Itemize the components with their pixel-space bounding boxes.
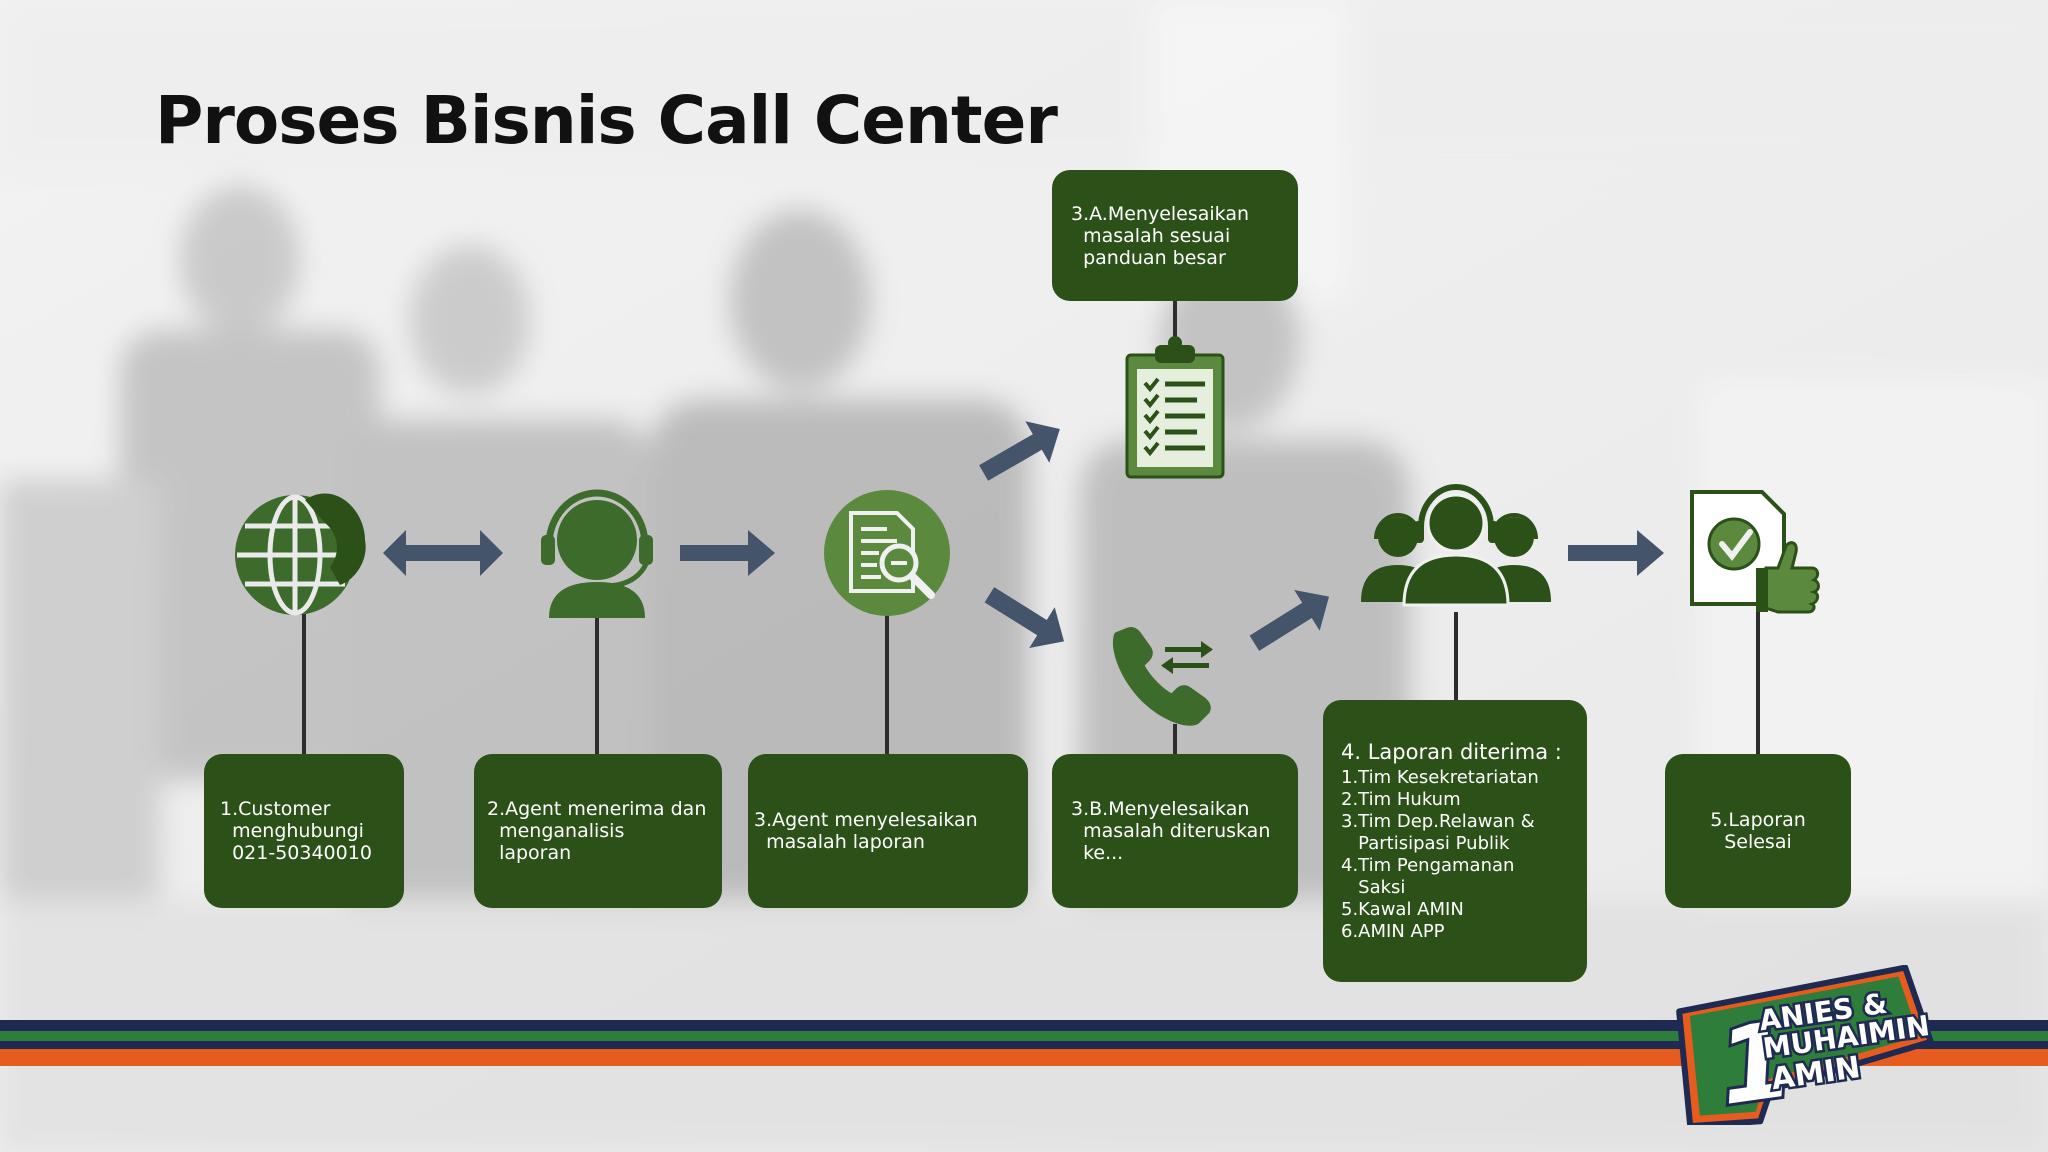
list-item: Saksi bbox=[1341, 877, 1406, 898]
step-3b-text: 3.B.Menyelesaikan masalah diteruskan ke.… bbox=[1071, 798, 1271, 864]
step-3b-box: 3.B.Menyelesaikan masalah diteruskan ke.… bbox=[1052, 754, 1298, 908]
arrow-3-3b bbox=[984, 587, 1065, 648]
step-4-box: 4. Laporan diterima : 1.Tim Kesekretaria… bbox=[1323, 700, 1587, 982]
list-item: 3.Tim Dep.Relawan & bbox=[1341, 811, 1535, 832]
step-3-text: 3.Agent menyelesaikan masalah laporan bbox=[754, 809, 978, 853]
connector-lines bbox=[302, 301, 1760, 754]
step-3-box: 3.Agent menyelesaikan masalah laporan bbox=[748, 754, 1028, 908]
arrow-4-5 bbox=[1568, 530, 1664, 576]
list-item: Partisipasi Publik bbox=[1341, 833, 1510, 854]
double-arrow-1-2 bbox=[383, 530, 503, 576]
step-5-text: 5.Laporan Selesai bbox=[1710, 809, 1806, 853]
step-4-team-list: 1.Tim Kesekretariatan 2.Tim Hukum 3.Tim … bbox=[1341, 767, 1587, 943]
list-item: 4.Tim Pengamanan bbox=[1341, 855, 1515, 876]
arrow-3b-4 bbox=[1249, 590, 1330, 651]
list-item: 6.AMIN APP bbox=[1341, 921, 1445, 942]
approved-document-thumbs-up-icon bbox=[1690, 490, 1820, 614]
list-item: 2.Tim Hukum bbox=[1341, 789, 1461, 810]
step-1-text: 1.Customer menghubungi 021-50340010 bbox=[220, 798, 372, 864]
step-3a-text: 3.A.Menyelesaikan masalah sesuai panduan… bbox=[1071, 202, 1250, 269]
team-headset-icon bbox=[1361, 484, 1551, 607]
checklist-clipboard-icon bbox=[1125, 336, 1225, 479]
logo-number: 1 bbox=[1711, 998, 1800, 1125]
phone-transfer-icon bbox=[1112, 627, 1213, 726]
stripe-green bbox=[0, 1031, 2048, 1041]
list-item: 1.Tim Kesekretariatan bbox=[1341, 767, 1539, 788]
list-item: 5.Kawal AMIN bbox=[1341, 899, 1464, 920]
page-title: Proses Bisnis Call Center bbox=[155, 82, 1058, 159]
step-2-box: 2.Agent menerima dan menganalisis lapora… bbox=[474, 754, 722, 908]
globe-phone-icon bbox=[235, 493, 366, 616]
step-3a-box: 3.A.Menyelesaikan masalah sesuai panduan… bbox=[1052, 170, 1298, 301]
stripe-navy bbox=[0, 1020, 2048, 1031]
step-4-heading: 4. Laporan diterima : bbox=[1341, 740, 1562, 764]
step-2-text: 2.Agent menerima dan menganalisis lapora… bbox=[487, 798, 707, 864]
document-search-icon bbox=[824, 490, 950, 616]
stripe-orange bbox=[0, 1049, 2048, 1066]
headset-agent-icon bbox=[541, 489, 653, 618]
arrow-2-3 bbox=[680, 530, 775, 576]
step-1-box: 1.Customer menghubungi 021-50340010 bbox=[204, 754, 404, 908]
arrow-3-3a bbox=[979, 421, 1060, 481]
amin-campaign-logo: 1 ANIES & MUHAIMIN AMIN bbox=[1676, 965, 1934, 1125]
step-5-box: 5.Laporan Selesai bbox=[1665, 754, 1851, 908]
